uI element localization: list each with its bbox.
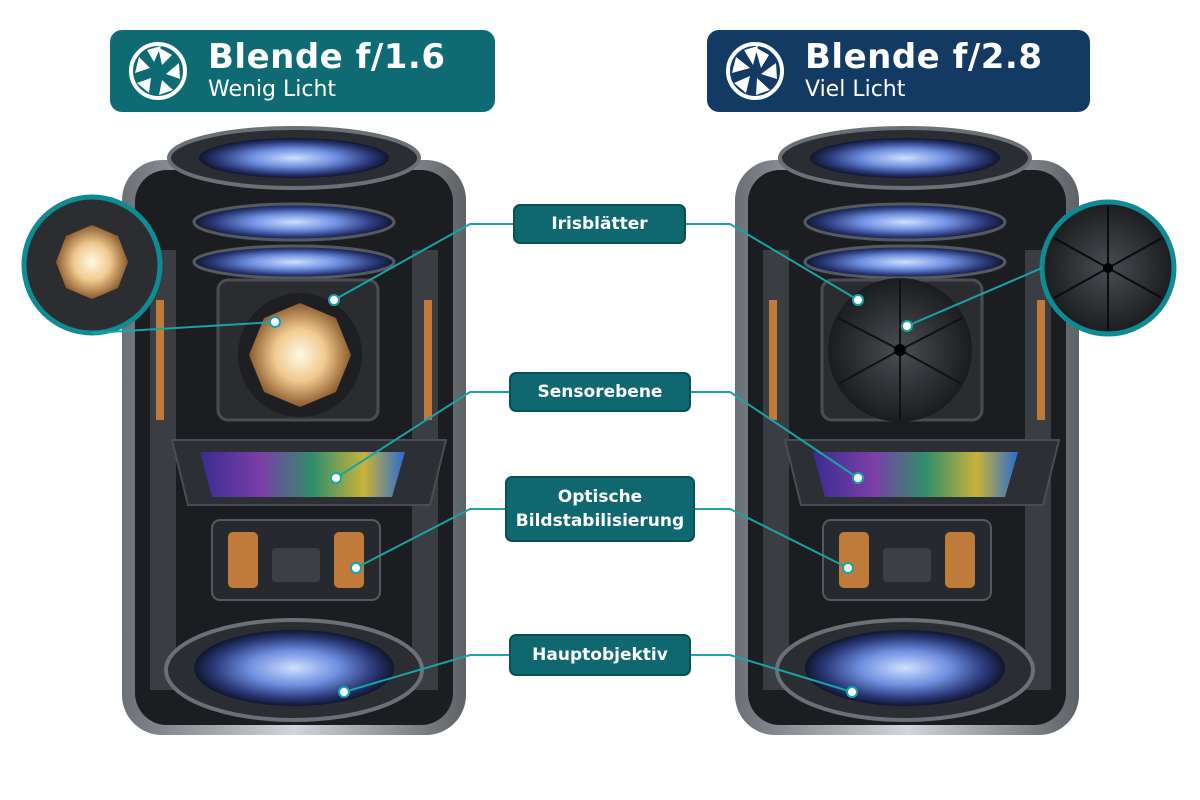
- right-iris-zoom: [1039, 199, 1177, 337]
- left-header-subtitle: Wenig Licht: [208, 77, 337, 102]
- aperture-icon: [726, 42, 784, 100]
- left-camera-module: [122, 126, 466, 735]
- callout-iris-blades: Irisblätter: [513, 204, 686, 244]
- callout-main-lens: Hauptobjektiv: [509, 634, 691, 676]
- callout-iris-label: Irisblätter: [551, 214, 648, 234]
- leader-dots: [269, 294, 913, 698]
- right-header-subtitle: Viel Licht: [805, 77, 906, 102]
- left-iris-zoom: [21, 194, 163, 336]
- right-aperture-header: Blende f/2.8 Viel Licht: [707, 30, 1090, 112]
- callout-sensor-label: Sensorebene: [537, 382, 663, 402]
- callout-optical-stabilization: Optische Bildstabilisierung: [505, 476, 695, 542]
- callout-ois-line2: Bildstabilisierung: [515, 511, 685, 531]
- right-header-title: Blende f/2.8: [805, 37, 1043, 77]
- callout-ois-line1: Optische: [557, 487, 643, 507]
- left-aperture-header: Blende f/1.6 Wenig Licht: [110, 30, 495, 112]
- leader-lines: [91, 223, 1043, 693]
- callout-sensor-plane: Sensorebene: [509, 372, 691, 412]
- right-camera-module: [735, 126, 1079, 735]
- callout-main-lens-label: Hauptobjektiv: [532, 645, 668, 665]
- aperture-icon: [129, 42, 187, 100]
- left-header-title: Blende f/1.6: [208, 37, 446, 77]
